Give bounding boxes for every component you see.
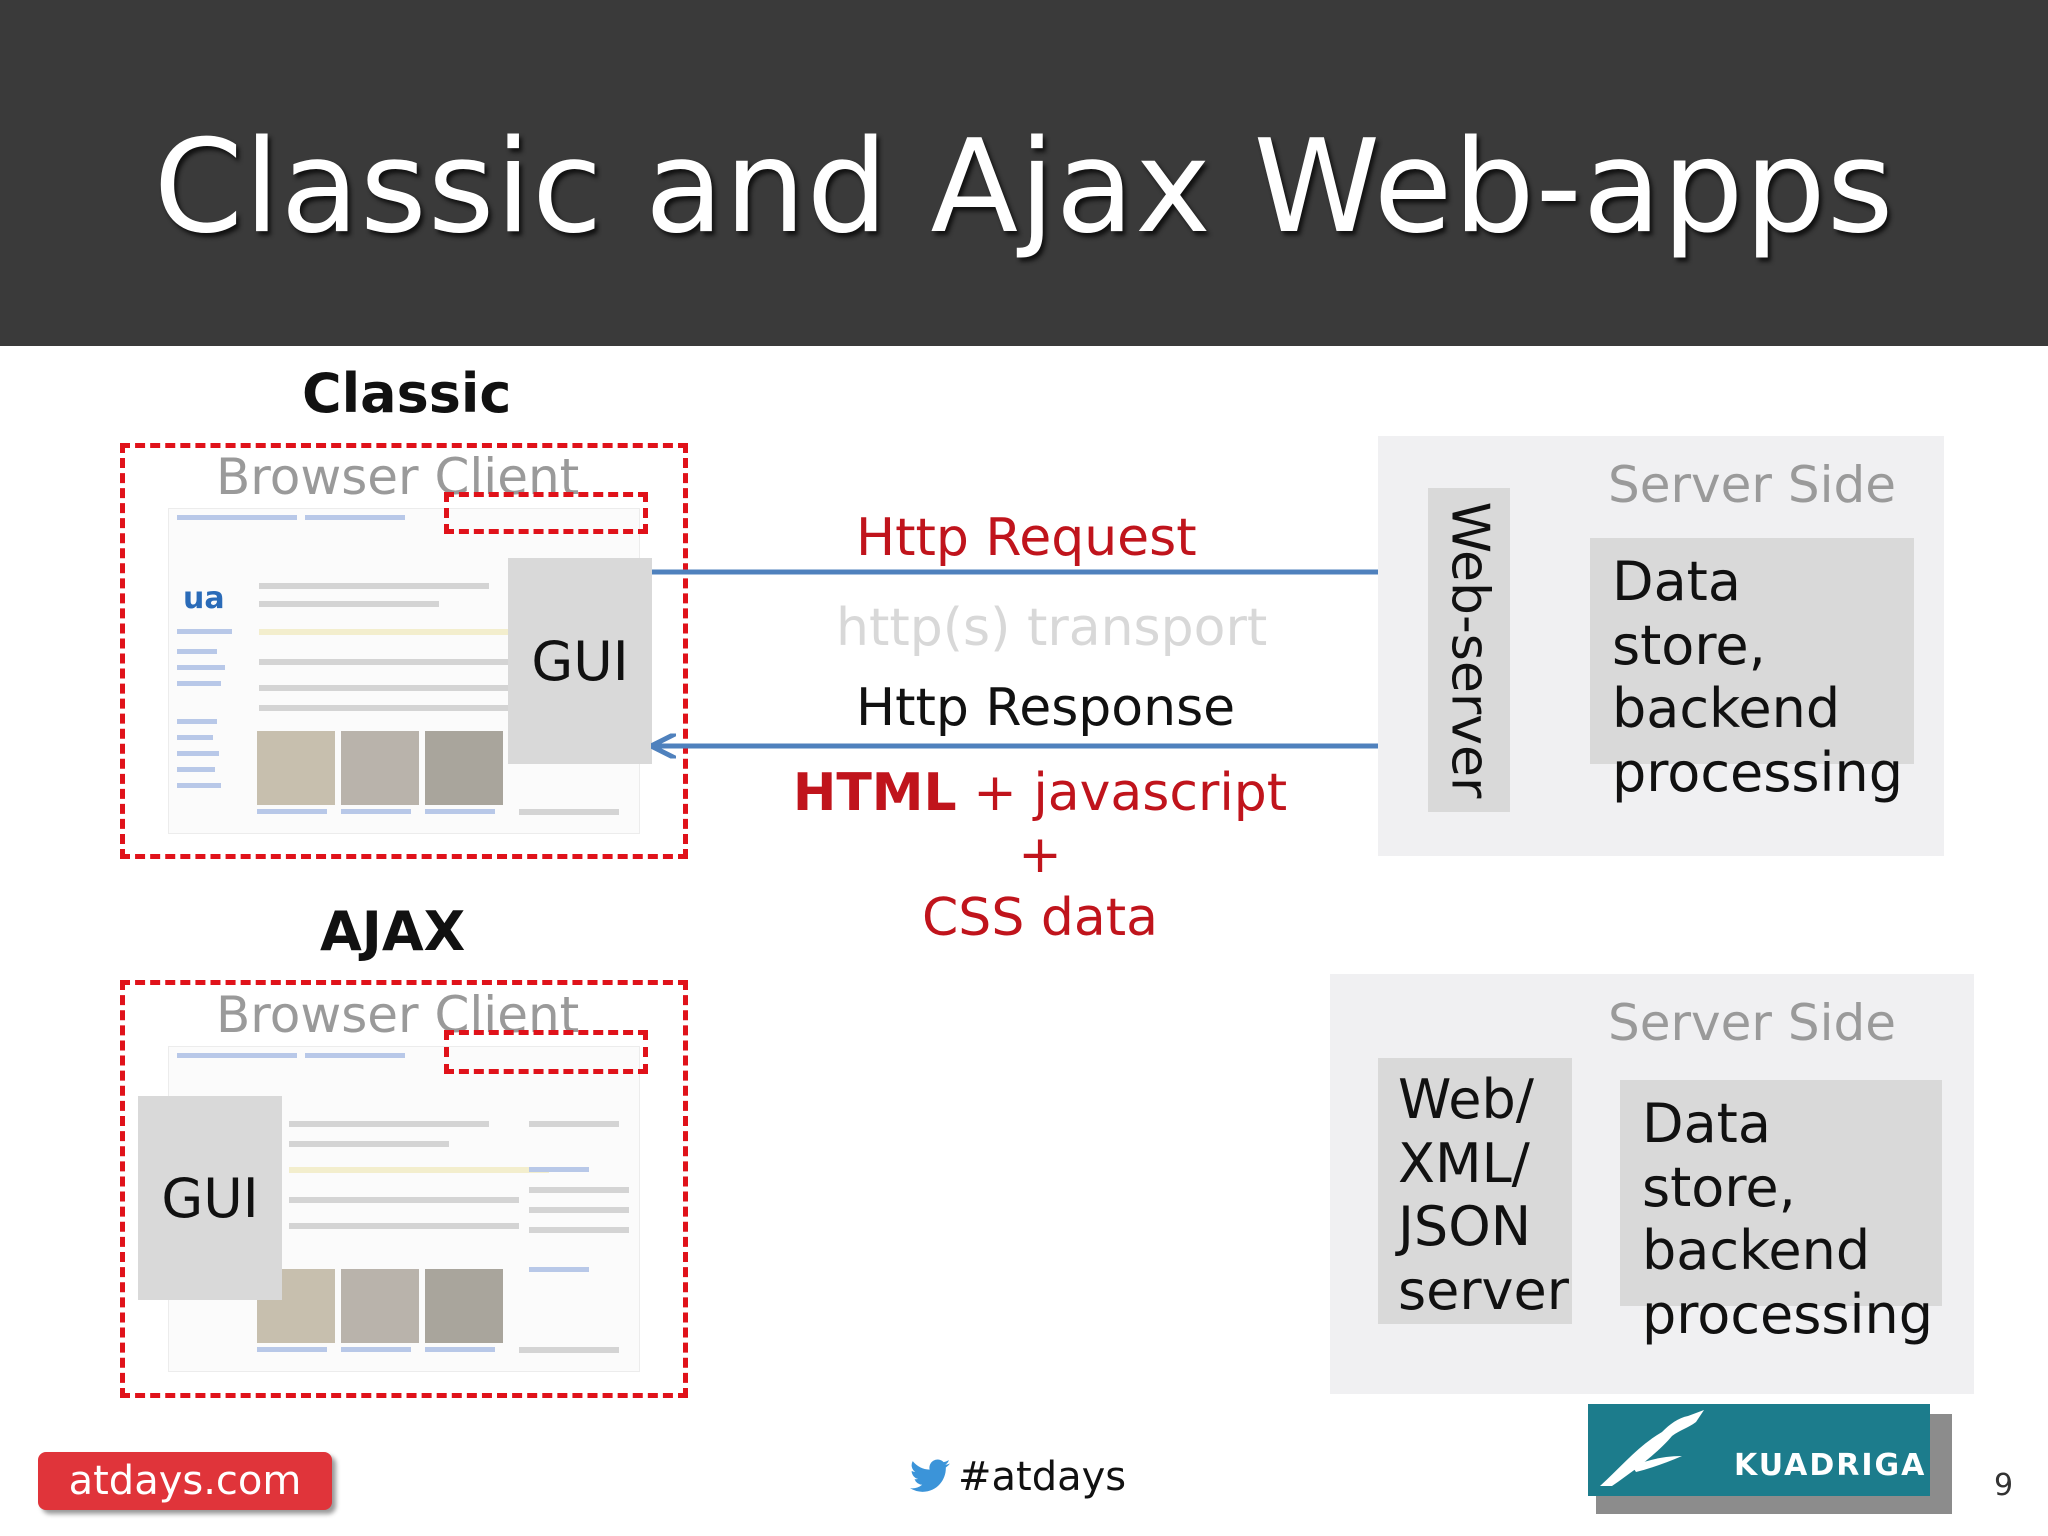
payload-css: CSS data — [922, 887, 1158, 948]
thumbnail-photo — [341, 1269, 419, 1343]
thumbnail-photo — [425, 731, 503, 805]
classic-server-side-label: Server Side — [1608, 456, 1896, 514]
data-line: processing — [1612, 741, 1904, 805]
http-response-label: Http Response — [856, 678, 1236, 738]
title-bar — [0, 0, 2048, 346]
data-line: backend — [1642, 1219, 1871, 1283]
ajax-heading: AJAX — [320, 900, 466, 963]
twitter-bird-icon — [908, 1458, 952, 1498]
data-line: backend — [1612, 677, 1841, 741]
ajax-data-store-box: Data store, backend processing — [1620, 1080, 1942, 1346]
web-server-box — [1428, 488, 1510, 812]
hashtag-label: #atdays — [958, 1454, 1127, 1500]
web-server-label: Web-server — [1439, 501, 1499, 799]
slide-title: Classic and Ajax Web-apps — [153, 113, 1895, 262]
http-request-label: Http Request — [856, 508, 1197, 568]
classic-heading: Classic — [302, 362, 512, 425]
site-badge[interactable]: atdays.com — [38, 1452, 332, 1510]
data-line: Data store, — [1612, 550, 1766, 677]
server-line: Web/ — [1398, 1068, 1534, 1131]
logo-text: KUADRIGA — [1734, 1448, 1927, 1483]
server-line: server — [1398, 1259, 1569, 1323]
payload-html-bold: HTML — [792, 763, 957, 823]
site-logo-icon: ua — [183, 581, 225, 616]
data-line: Data store, — [1642, 1092, 1796, 1219]
kuadriga-logo[interactable]: KUADRIGA — [1588, 1404, 1930, 1496]
horse-icon — [1600, 1410, 1704, 1486]
ajax-gui-highlight — [444, 1030, 648, 1074]
payload-label: HTML + javascript + CSS data — [790, 762, 1290, 949]
ajax-web-json-server-box: Web/ XML/ JSON server — [1378, 1058, 1572, 1324]
page-number: 9 — [1994, 1468, 2014, 1503]
classic-gui-box: GUI — [508, 558, 652, 764]
payload-rest: + javascript + — [956, 763, 1288, 886]
thumbnail-photo — [341, 731, 419, 805]
ajax-browser-client-frame — [120, 980, 688, 1398]
transport-label: http(s) transport — [836, 598, 1268, 658]
thumbnail-photo — [425, 1269, 503, 1343]
classic-gui-highlight — [444, 492, 648, 534]
ajax-gui-box: GUI — [138, 1096, 282, 1300]
web-server-label-wrap: Web-server — [1428, 488, 1510, 812]
server-line: JSON — [1398, 1195, 1532, 1259]
classic-browser-client-frame — [120, 443, 688, 859]
server-line: XML/ — [1398, 1131, 1530, 1195]
data-line: processing — [1642, 1283, 1934, 1347]
thumbnail-photo — [257, 731, 335, 805]
classic-data-store-box: Data store, backend processing — [1590, 538, 1914, 804]
ajax-server-side-label: Server Side — [1608, 994, 1896, 1052]
